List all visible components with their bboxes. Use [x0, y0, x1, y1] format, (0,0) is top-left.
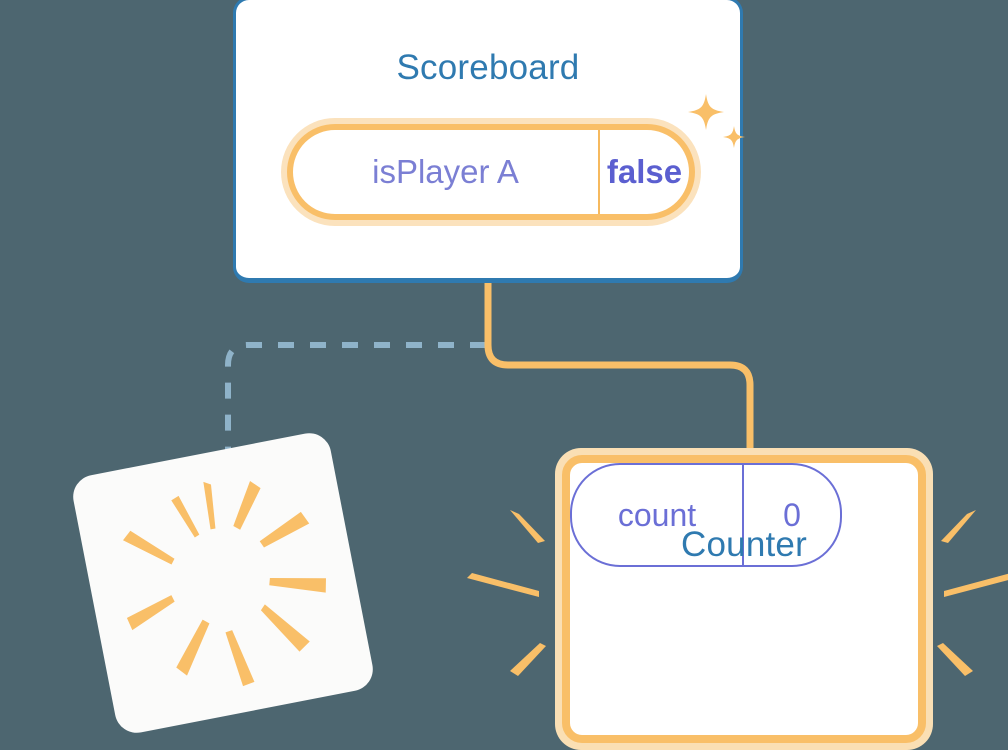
- counter-state-value: 0: [783, 496, 801, 533]
- scoreboard-state-pill[interactable]: isPlayer A false: [281, 118, 701, 226]
- node-card-blank[interactable]: [69, 429, 377, 737]
- counter-burst-rays-left: [467, 510, 546, 676]
- counter-burst-rays-right: [937, 510, 1008, 676]
- scoreboard-state-key: isPlayer A: [293, 130, 600, 214]
- sparkle-star-icon: [688, 94, 745, 148]
- counter-card-ring: Counter count 0: [562, 455, 926, 743]
- node-card-scoreboard[interactable]: Scoreboard isPlayer A false: [233, 0, 745, 283]
- scoreboard-state-pill-ring: isPlayer A false: [287, 124, 695, 220]
- counter-state-pill[interactable]: count 0: [570, 463, 842, 567]
- counter-state-key: count: [572, 465, 744, 565]
- scoreboard-title: Scoreboard: [396, 48, 580, 87]
- connector-scoreboard-to-counter: [484, 281, 754, 462]
- counter-title: Counter: [681, 525, 807, 564]
- node-card-counter[interactable]: Counter count 0: [555, 448, 933, 750]
- scoreboard-state-value: false: [606, 153, 683, 190]
